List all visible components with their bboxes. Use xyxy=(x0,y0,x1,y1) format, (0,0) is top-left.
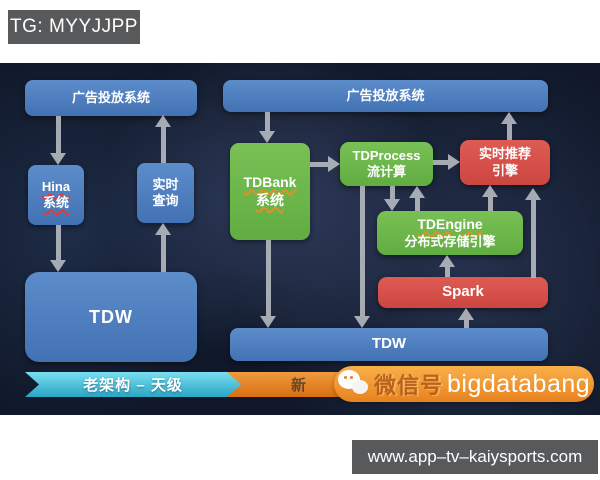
tdengine-label-line1: TDEngine xyxy=(417,216,483,233)
footer-url-label: www.app–tv–kaiysports.com xyxy=(352,440,598,474)
realtime-recommend-box: 实时推荐 引擎 xyxy=(460,140,550,185)
new-arch-banner-partial-text: 新 xyxy=(291,377,307,394)
old-tdw-label: TDW xyxy=(89,306,133,327)
tdbank-box: TDBank 系统 xyxy=(230,143,310,240)
new-ad-system-label: 广告投放系统 xyxy=(346,87,425,103)
arrow-hina-to-oldtdw-icon xyxy=(50,225,66,272)
spark-box: Spark xyxy=(378,277,548,308)
tdengine-box: TDEngine 分布式存储引擎 xyxy=(377,211,523,255)
new-ad-system-box: 广告投放系统 xyxy=(223,80,548,112)
footer-url-text: www.app–tv–kaiysports.com xyxy=(367,447,583,466)
realtime-query-line2: 查询 xyxy=(152,193,179,208)
architecture-diagram: 广告投放系统 Hina 系统 实时 查询 TDW 广告投放系统 TDBank 系… xyxy=(0,63,600,415)
watermark-wechat-label: 微信号 xyxy=(374,373,444,398)
tdprocess-label-line1: TDProcess xyxy=(352,147,421,163)
arrow-tdengine-to-recommend-icon xyxy=(482,185,498,211)
tg-label: TG: MYYJJPP xyxy=(8,10,140,44)
realtime-query-line1: 实时 xyxy=(152,176,179,192)
tdbank-label-line1: TDBank xyxy=(243,174,297,190)
old-arch-banner-text: 老架构 – 天级 xyxy=(83,377,183,394)
tg-label-text: TG: MYYJJPP xyxy=(10,16,138,37)
realtime-query-box: 实时 查询 xyxy=(137,163,194,223)
hina-label-line2: 系统 xyxy=(42,195,69,210)
spark-label: Spark xyxy=(442,283,484,301)
arrow-tdengine-to-tdprocess-icon xyxy=(409,186,425,211)
old-ad-system-label: 广告投放系统 xyxy=(71,89,150,105)
arrow-tdprocess-to-newtdw-icon xyxy=(354,186,370,328)
recommend-label-line2: 引擎 xyxy=(491,162,518,178)
tdbank-label-line2: 系统 xyxy=(256,191,284,208)
recommend-label-line1: 实时推荐 xyxy=(478,146,531,162)
tdengine-label-line2: 分布式存储引擎 xyxy=(404,233,496,249)
arrow-oldad-to-hina-icon xyxy=(50,116,66,165)
arrow-recommend-to-newad-icon xyxy=(501,112,517,140)
watermark-ribbon: 微信号 bigdatabang xyxy=(334,366,594,402)
arrow-query-to-oldad-icon xyxy=(155,115,171,163)
arrow-tdbank-to-tdprocess-icon xyxy=(310,156,340,172)
arrow-newad-to-tdbank-icon xyxy=(259,112,275,143)
old-ad-system-box: 广告投放系统 xyxy=(25,80,197,116)
arrow-oldtdw-to-query-icon xyxy=(155,223,171,272)
arrow-tdprocess-to-tdengine-icon xyxy=(384,186,400,211)
hina-system-box: Hina 系统 xyxy=(28,165,84,225)
arrow-tdbank-to-newtdw-icon xyxy=(260,240,276,328)
tdprocess-box: TDProcess 流计算 xyxy=(340,142,433,186)
old-tdw-box: TDW xyxy=(25,272,197,362)
old-arch-banner: 老架构 – 天级 xyxy=(25,372,241,397)
wechat-icon xyxy=(336,366,372,402)
arrow-spark-to-recommend-icon xyxy=(525,188,541,278)
tdprocess-label-line2: 流计算 xyxy=(366,164,406,179)
new-tdw-label: TDW xyxy=(371,335,407,353)
arrow-newtdw-to-spark-icon xyxy=(458,308,474,328)
arrow-tdprocess-to-recommend-icon xyxy=(433,154,460,170)
hina-label-line1: Hina xyxy=(41,178,71,194)
arrow-spark-to-tdengine-icon xyxy=(439,255,455,277)
new-tdw-box: TDW xyxy=(230,328,548,361)
watermark-handle: bigdatabang xyxy=(447,369,591,398)
